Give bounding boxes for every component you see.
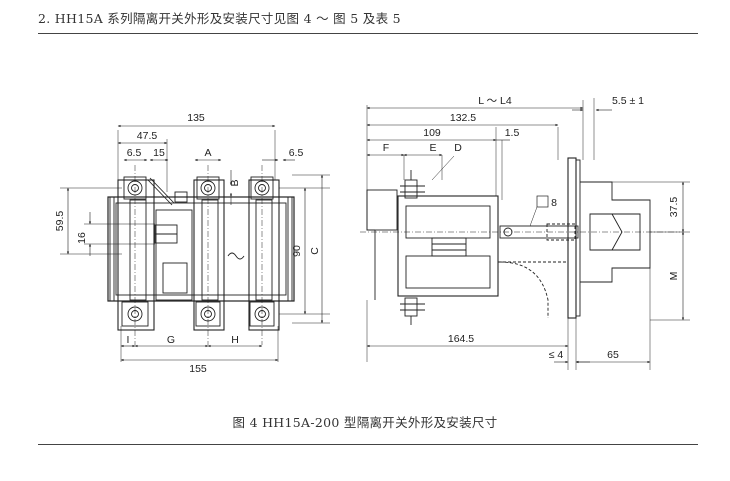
bottom-divider [38,444,698,445]
dim-15: 15 [153,147,165,159]
dim-164-5: 164.5 [448,333,474,345]
dim-59-5: 59.5 [54,211,66,232]
dim-47-5: 47.5 [137,130,158,142]
dim-6-5-right: 6.5 [289,147,304,159]
dim-65: 65 [607,349,619,361]
dim-b: B [229,179,241,186]
top-divider [38,33,698,34]
dim-8: 8 [551,197,557,209]
document-heading: 2. HH15A 系列隔离开关外形及安装尺寸见图 4 ～ 图 5 及表 5 [38,11,401,26]
side-view: L ～ L4 5.5 ± 1 132.5 109 1.5 F E D 8 37.… [360,95,690,370]
front-view: 135 47.5 6.5 15 A 6.5 B 59.5 16 90 C I G… [54,112,330,375]
dim-f: F [383,142,389,154]
dim-1-5: 1.5 [505,127,520,139]
dim-109: 109 [423,127,441,139]
dim-d: D [454,142,462,154]
dim-c: C [309,247,321,255]
dim-g: G [167,334,175,346]
dim-90: 90 [291,245,303,257]
dim-5-5: 5.5 ± 1 [612,95,644,107]
dim-132-5: 132.5 [450,112,476,124]
dim-h: H [231,334,239,346]
dim-37-5: 37.5 [668,197,680,218]
dim-6-5-left: 6.5 [127,147,142,159]
dim-155: 155 [189,363,207,375]
dim-le-4: ≤ 4 [549,349,564,361]
dim-e: E [429,142,436,154]
dim-m: M [668,272,680,281]
figure-caption: 图 4 HH15A-200 型隔离开关外形及安装尺寸 [232,415,498,430]
dim-16: 16 [76,232,88,244]
dim-l-l4: L ～ L4 [478,95,512,107]
dim-135: 135 [187,112,205,124]
dim-a: A [204,147,211,159]
dim-i: I [127,334,130,346]
